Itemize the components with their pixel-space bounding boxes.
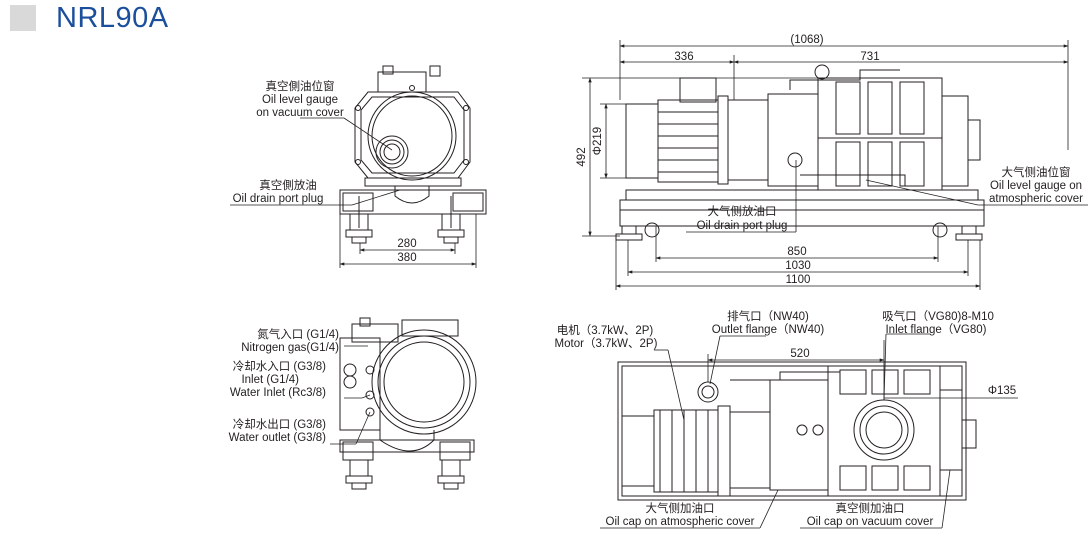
label-oil-drain-atm-cn: 大气侧放油口 xyxy=(708,204,777,218)
title-marker xyxy=(10,5,36,31)
rear-view xyxy=(339,317,477,490)
label-inlet-flange-en: Inlet flange（VG80) xyxy=(885,323,986,336)
dim-total: (1068) xyxy=(790,34,823,46)
side-view xyxy=(615,64,985,241)
label-oil-gauge-atm-2: atmospheric cover xyxy=(989,193,1083,205)
rear-view-labels: 氮气入口 (G1/4) Nitrogen gas(G1/4) 冷却水入口 (G3… xyxy=(229,327,340,444)
label-motor-cn: 电机（3.7kW、2P) xyxy=(557,323,654,337)
page-title: NRL90A xyxy=(56,1,169,34)
front-view-labels: 真空側油位窗 Oil level gauge on vacuum cover 真… xyxy=(233,79,417,264)
label-water-outlet-en: Water outlet (G3/8) xyxy=(229,432,327,444)
rear-view-leaders xyxy=(330,345,371,445)
side-view-dimensions xyxy=(582,40,1088,290)
label-oil-drain-cn: 真空側放油 xyxy=(259,178,317,192)
label-oil-gauge-vac-2: on vacuum cover xyxy=(256,107,344,119)
label-motor-en: Motor（3.7kW、2P) xyxy=(555,337,658,350)
dim-731: 731 xyxy=(860,51,879,63)
dim-1030: 1030 xyxy=(785,260,811,272)
label-oil-gauge-vac-1: Oil level gauge xyxy=(262,94,338,106)
label-water-inlet-1: Inlet (G1/4) xyxy=(241,374,299,386)
dim-phi219: Φ219 xyxy=(592,127,604,155)
label-oil-gauge-atm-1: Oil level gauge on xyxy=(990,180,1082,192)
dim-492: 492 xyxy=(576,147,588,166)
label-water-outlet-cn: 冷却水出口 (G3/8) xyxy=(233,417,326,431)
label-outlet-flange-cn: 排气口（NW40) xyxy=(727,309,809,323)
label-oil-drain-atm-en: Oil drain port plug xyxy=(697,220,788,232)
side-view-labels: (1068) 336 731 492 Φ219 大气侧油位窗 Oil level… xyxy=(576,34,1083,286)
dim-1100: 1100 xyxy=(786,274,811,286)
dim-336: 336 xyxy=(674,51,693,63)
top-view-dimensions xyxy=(600,333,1018,529)
label-oil-cap-vac-cn: 真空侧加油口 xyxy=(836,501,905,515)
dim-280: 280 xyxy=(397,238,416,250)
dim-520: 520 xyxy=(790,348,809,360)
label-water-inlet-cn: 冷却水入口 (G3/8) xyxy=(233,360,326,373)
label-water-inlet-2: Water Inlet (Rc3/8) xyxy=(230,387,326,399)
label-oil-cap-vac-en: Oil cap on vacuum cover xyxy=(807,516,934,528)
label-nitrogen-en: Nitrogen gas(G1/4) xyxy=(241,342,339,354)
label-outlet-flange-en: Outlet flange（NW40) xyxy=(712,323,825,336)
label-oil-cap-atm-cn: 大气侧加油口 xyxy=(646,501,715,515)
label-oil-drain-en: Oil drain port plug xyxy=(233,193,324,205)
label-oil-gauge-vac-cn: 真空側油位窗 xyxy=(266,79,335,93)
dim-380: 380 xyxy=(397,252,416,264)
label-oil-gauge-atm-cn: 大气侧油位窗 xyxy=(1002,165,1071,179)
front-view xyxy=(339,65,487,244)
dim-850: 850 xyxy=(787,246,806,258)
title-block: NRL90A xyxy=(10,1,169,34)
top-view-labels: 电机（3.7kW、2P) Motor（3.7kW、2P) 排气口（NW40) O… xyxy=(555,309,1017,528)
front-view-dimensions xyxy=(230,117,477,268)
dim-phi135: Φ135 xyxy=(988,385,1016,397)
label-nitrogen-cn: 氮气入口 (G1/4) xyxy=(257,327,339,341)
top-view xyxy=(617,361,977,501)
label-oil-cap-atm-en: Oil cap on atmospheric cover xyxy=(606,516,755,528)
label-inlet-flange-cn: 吸气口（VG80)8-M10 xyxy=(882,309,994,323)
